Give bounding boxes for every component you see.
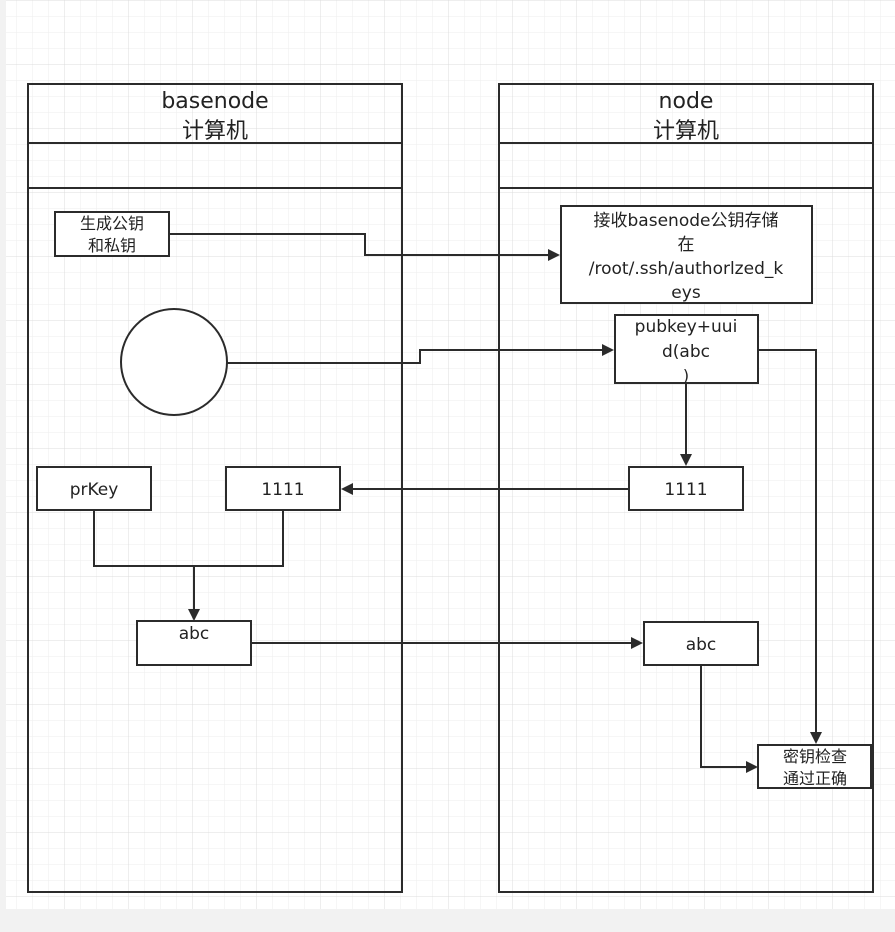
lane-basenode-subtitle: 计算机	[182, 119, 248, 144]
node-prkey-label: prKey	[70, 480, 119, 500]
node-prkey[interactable]: prKey	[36, 466, 152, 511]
lane-basenode: basenode 计算机	[27, 83, 403, 893]
node-gen-keys[interactable]: 生成公钥 和私钥	[54, 211, 170, 257]
node-left-1111-label: 1111	[261, 480, 304, 500]
node-left-abc[interactable]: abc	[136, 620, 252, 666]
node-receive-store-line3: /root/.ssh/authorlzed_k	[589, 259, 784, 279]
edge-pubkey-to-check	[758, 349, 822, 744]
node-receive-store[interactable]: 接收basenode公钥存储 在 /root/.ssh/authorlzed_k…	[560, 205, 813, 304]
node-left-1111-box[interactable]	[225, 466, 341, 511]
node-right-abc[interactable]: abc	[643, 621, 759, 666]
node-check-ok-box[interactable]	[757, 744, 872, 789]
node-pubkey-uuid-line3: )	[683, 366, 689, 385]
node-right-1111-box[interactable]	[628, 466, 744, 511]
node-circle[interactable]	[120, 308, 228, 416]
node-receive-store-line1: 接收basenode公钥存储	[594, 211, 779, 231]
node-check-ok[interactable]: 密钥检查 通过正确	[757, 744, 872, 789]
node-receive-store-line2: 在	[678, 235, 695, 255]
node-check-ok-line1: 密钥检查	[783, 747, 847, 766]
node-right-1111[interactable]: 1111	[628, 466, 744, 511]
node-pubkey-uuid-box[interactable]	[614, 314, 759, 384]
node-pubkey-uuid-line2: d(abc	[662, 342, 710, 362]
node-check-ok-line2: 通过正确	[783, 769, 847, 788]
edge-abc-to-check	[700, 666, 758, 773]
node-gen-keys-line1: 生成公钥	[80, 214, 144, 233]
node-pubkey-uuid[interactable]: pubkey+uui d(abc )	[614, 314, 759, 385]
lane-node: node 计算机	[498, 83, 874, 893]
lane-node-subtitle: 计算机	[653, 119, 719, 144]
node-gen-keys-box[interactable]	[54, 211, 170, 257]
edge-circle-to-pubkey	[227, 344, 614, 364]
node-right-abc-box[interactable]	[643, 621, 759, 666]
lane-basenode-title: basenode	[161, 89, 268, 114]
node-receive-store-box[interactable]	[560, 205, 813, 304]
edge-merge-prkey-1111	[93, 510, 284, 567]
node-prkey-box[interactable]	[36, 466, 152, 511]
node-right-abc-label: abc	[686, 635, 717, 655]
node-receive-store-line4: eys	[671, 283, 701, 303]
node-right-1111-label: 1111	[664, 480, 707, 500]
node-pubkey-uuid-line1: pubkey+uui	[635, 317, 738, 337]
edge-genkeys-to-store	[170, 233, 560, 261]
lane-node-title: node	[659, 89, 714, 114]
edges	[93, 233, 822, 773]
canvas-grid	[6, 0, 895, 909]
node-left-abc-box[interactable]	[136, 620, 252, 666]
node-left-abc-label: abc	[179, 624, 210, 644]
node-left-1111[interactable]: 1111	[225, 466, 341, 511]
node-gen-keys-line2: 和私钥	[88, 236, 136, 255]
